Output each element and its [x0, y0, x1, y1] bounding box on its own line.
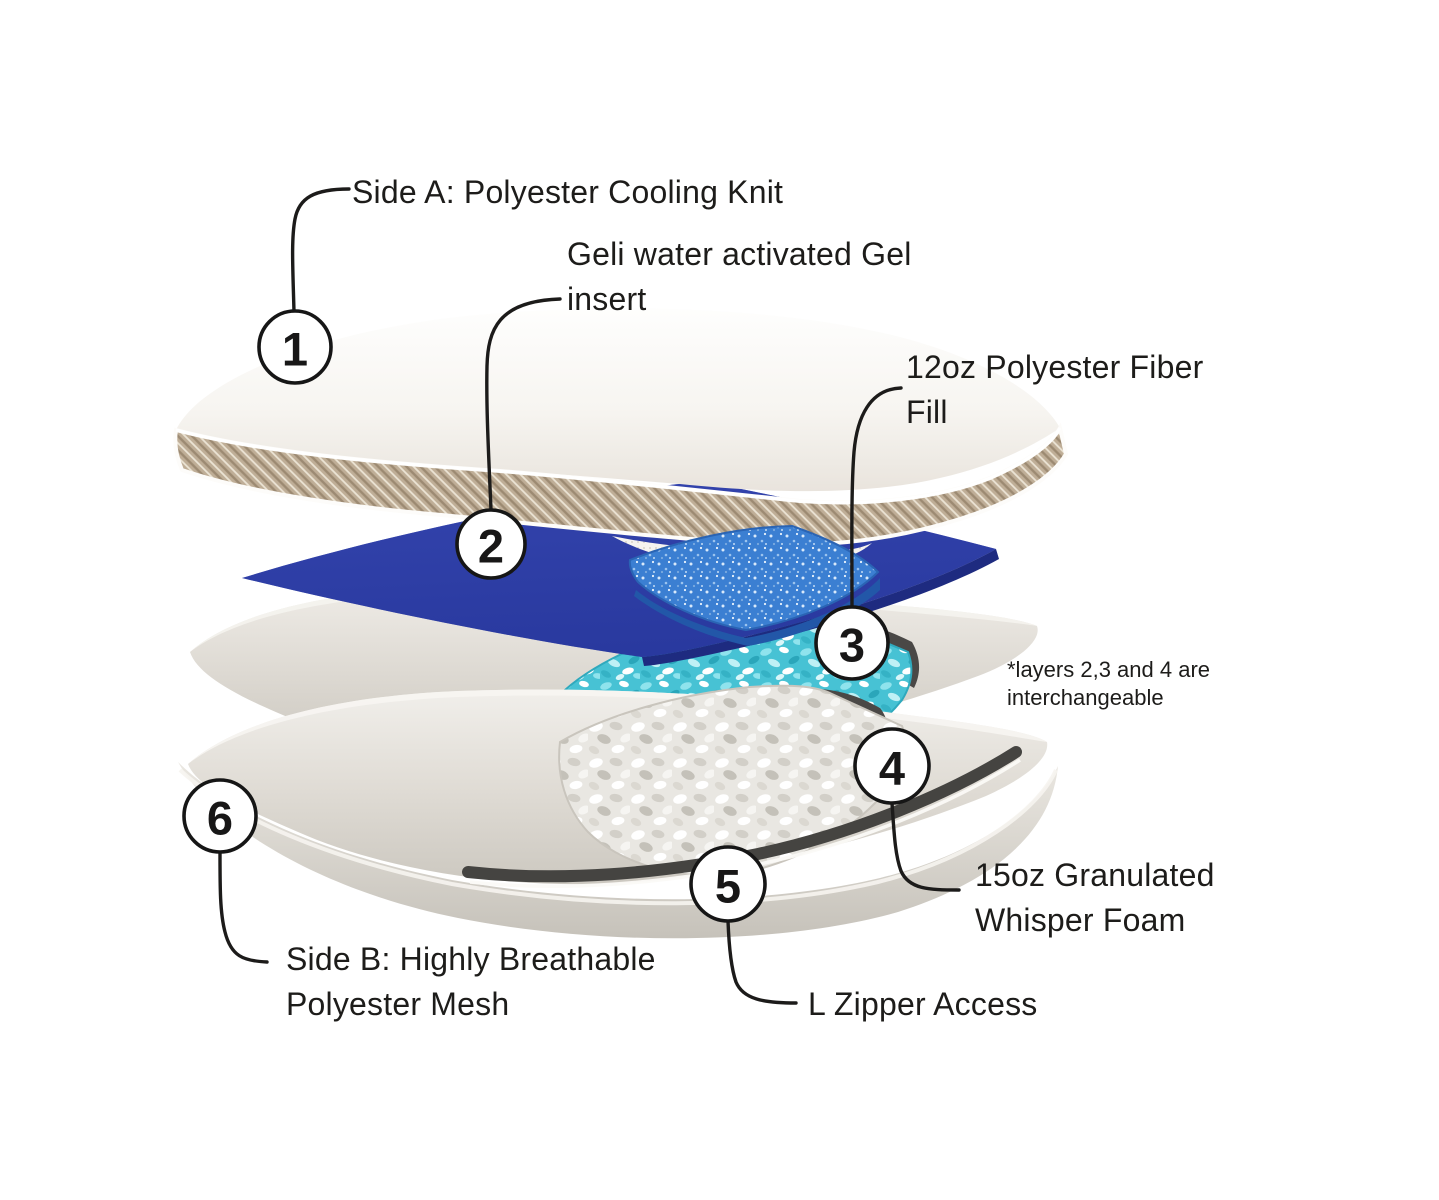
leader-4 — [890, 801, 961, 892]
callout-badges: 1 2 3 4 5 6 — [182, 309, 931, 923]
svg-text:3: 3 — [839, 619, 865, 672]
l-zipper-band — [462, 746, 1022, 883]
leader-5 — [726, 919, 798, 1005]
svg-text:2: 2 — [478, 520, 504, 573]
leader-2 — [485, 297, 562, 512]
callout-label-zipper: L Zipper Access — [808, 986, 1038, 1022]
gel-sheet-front-edge — [642, 549, 999, 666]
svg-text:6: 6 — [207, 792, 233, 845]
svg-text:4: 4 — [879, 742, 905, 795]
badge-1: 1 — [257, 309, 333, 385]
leader-3 — [850, 386, 903, 610]
badge-5: 5 — [689, 845, 767, 923]
leader-6 — [218, 851, 269, 964]
whisper-foam-pillow — [188, 684, 1048, 889]
badge-3: 3 — [814, 605, 890, 681]
badge-6: 6 — [182, 778, 258, 854]
callout-label-whisper-foam: 15oz Granulated Whisper Foam — [975, 857, 1215, 938]
callout-label-side-b: Side B: Highly Breathable Polyester Mesh — [286, 941, 656, 1022]
svg-text:5: 5 — [715, 860, 741, 913]
badge-2: 2 — [455, 508, 527, 580]
callout-label-gel-insert: Geli water activated Gel insert — [567, 236, 912, 317]
callout-label-fiber-fill: 12oz Polyester Fiber Fill — [906, 349, 1204, 430]
badge-4: 4 — [853, 727, 931, 805]
callout-label-side-a: Side A: Polyester Cooling Knit — [352, 174, 784, 210]
mesh-underside-flap — [178, 762, 1058, 939]
leader-1 — [290, 187, 351, 314]
leader-lines — [218, 187, 961, 1005]
water-activated-gel-pad — [628, 524, 880, 646]
interchangeable-footnote: *layers 2,3 and 4 are interchangeable — [1007, 657, 1211, 710]
svg-text:1: 1 — [282, 323, 308, 376]
